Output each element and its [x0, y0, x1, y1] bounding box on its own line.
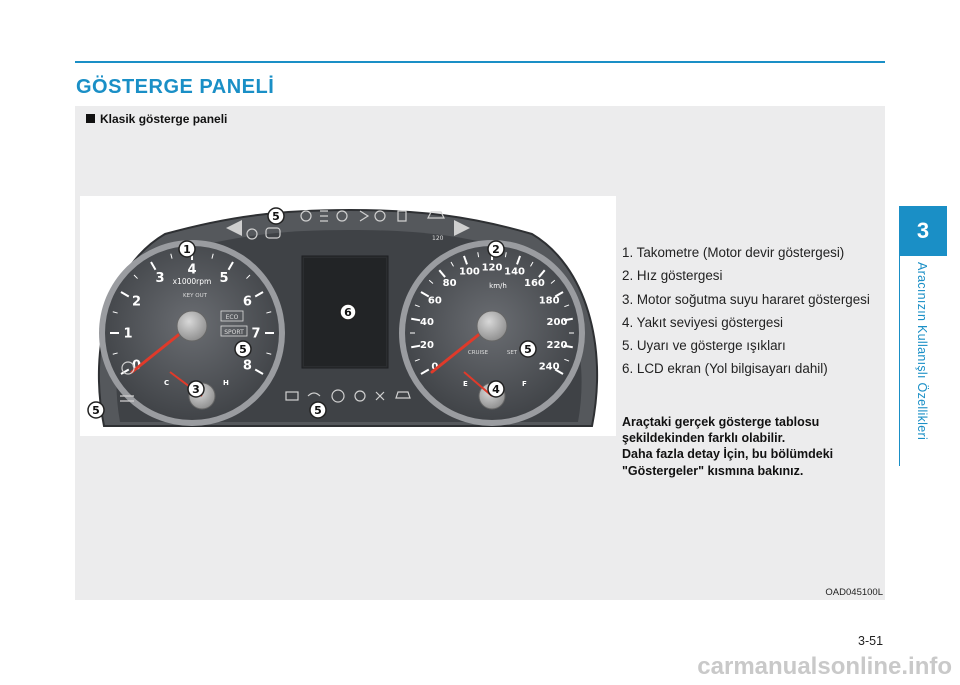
speedometer-label: 40: [420, 317, 434, 328]
callout-number: 3: [192, 383, 200, 396]
top-rule: [75, 61, 885, 63]
speedometer-label: 240: [539, 362, 560, 373]
page-number: 3-51: [858, 634, 883, 648]
tachometer-label: 4: [187, 263, 196, 278]
note-line: Daha fazla detay İçin, bu bölümdeki: [622, 446, 882, 462]
tachometer-label: 3: [155, 271, 164, 286]
callout-number: 2: [492, 243, 500, 256]
fuel-full-label: F: [522, 380, 527, 388]
callout-number: 5: [239, 343, 247, 356]
speedometer-label: 180: [539, 296, 560, 307]
speedometer-hub: [477, 311, 507, 341]
speedometer-unit: km/h: [489, 282, 507, 290]
tachometer-label: 2: [132, 295, 141, 310]
chapter-tab[interactable]: 3: [899, 206, 947, 256]
tachometer-unit: x1000rpm: [173, 277, 212, 286]
callout-number: 6: [344, 306, 352, 319]
speedometer-label: 220: [547, 340, 568, 351]
callout-number: 4: [492, 383, 500, 396]
legend-item: 2. Hız göstergesi: [622, 264, 870, 287]
tachometer-label: 5: [219, 271, 228, 286]
speedometer-label: 100: [459, 266, 480, 277]
instrument-cluster-illustration: 012345678 x1000rpm KEY OUT ECO SPORT C H…: [80, 196, 616, 436]
speedometer-label: 140: [504, 266, 525, 277]
tachometer-hub: [177, 311, 207, 341]
note-line: "Göstergeler" kısmına bakınız.: [622, 463, 882, 479]
note-block: Araçtaki gerçek gösterge tablosu şekilde…: [622, 414, 882, 479]
callout-number: 5: [92, 404, 100, 417]
panel-heading-text: Klasik gösterge paneli: [100, 112, 227, 126]
speedometer-label: 120: [482, 263, 503, 274]
eco-indicator: ECO: [226, 314, 239, 321]
note-line: şekildekinden farklı olabilir.: [622, 430, 882, 446]
temperature-cold-label: C: [164, 379, 169, 387]
speedometer-label: 160: [524, 278, 545, 289]
cruise-indicator: CRUISE: [468, 350, 489, 356]
legend-list: 1. Takometre (Motor devir göstergesi) 2.…: [622, 241, 870, 381]
legend-item: 6. LCD ekran (Yol bilgisayarı dahil): [622, 357, 870, 380]
tachometer-label: 7: [251, 327, 260, 342]
speed-limit-indicator: 120: [432, 235, 444, 242]
chapter-rule: [899, 256, 900, 466]
temperature-hot-label: H: [223, 379, 229, 387]
tachometer-label: 1: [123, 327, 132, 342]
figure-code: OAD045100L: [825, 587, 883, 598]
speedometer-label: 80: [443, 278, 457, 289]
tachometer-label: 6: [243, 295, 252, 310]
callout-number: 5: [272, 210, 280, 223]
set-indicator: SET: [507, 350, 518, 356]
legend-item: 5. Uyarı ve gösterge ışıkları: [622, 334, 870, 357]
speedometer-label: 200: [547, 317, 568, 328]
tachometer-label: 8: [243, 359, 252, 374]
watermark: carmanualsonline.info: [697, 653, 952, 681]
speedometer-label: 60: [428, 296, 442, 307]
square-bullet-icon: [86, 114, 95, 123]
speedometer-label: 20: [420, 340, 434, 351]
key-out-indicator: KEY OUT: [183, 293, 208, 299]
callout-number: 5: [524, 343, 532, 356]
fuel-empty-label: E: [463, 380, 468, 388]
legend-item: 1. Takometre (Motor devir göstergesi): [622, 241, 870, 264]
legend-item: 4. Yakıt seviyesi göstergesi: [622, 311, 870, 334]
callout-number: 1: [183, 243, 191, 256]
sport-indicator: SPORT: [224, 329, 244, 336]
chapter-title: Aracınızın Kullanışlı Özellikleri: [915, 262, 929, 440]
legend-item: 3. Motor soğutma suyu hararet göstergesi: [622, 288, 870, 311]
section-title: GÖSTERGE PANELİ: [76, 76, 274, 99]
note-line: Araçtaki gerçek gösterge tablosu: [622, 414, 882, 430]
callout-number: 5: [314, 404, 322, 417]
panel-heading: Klasik gösterge paneli: [86, 112, 227, 126]
